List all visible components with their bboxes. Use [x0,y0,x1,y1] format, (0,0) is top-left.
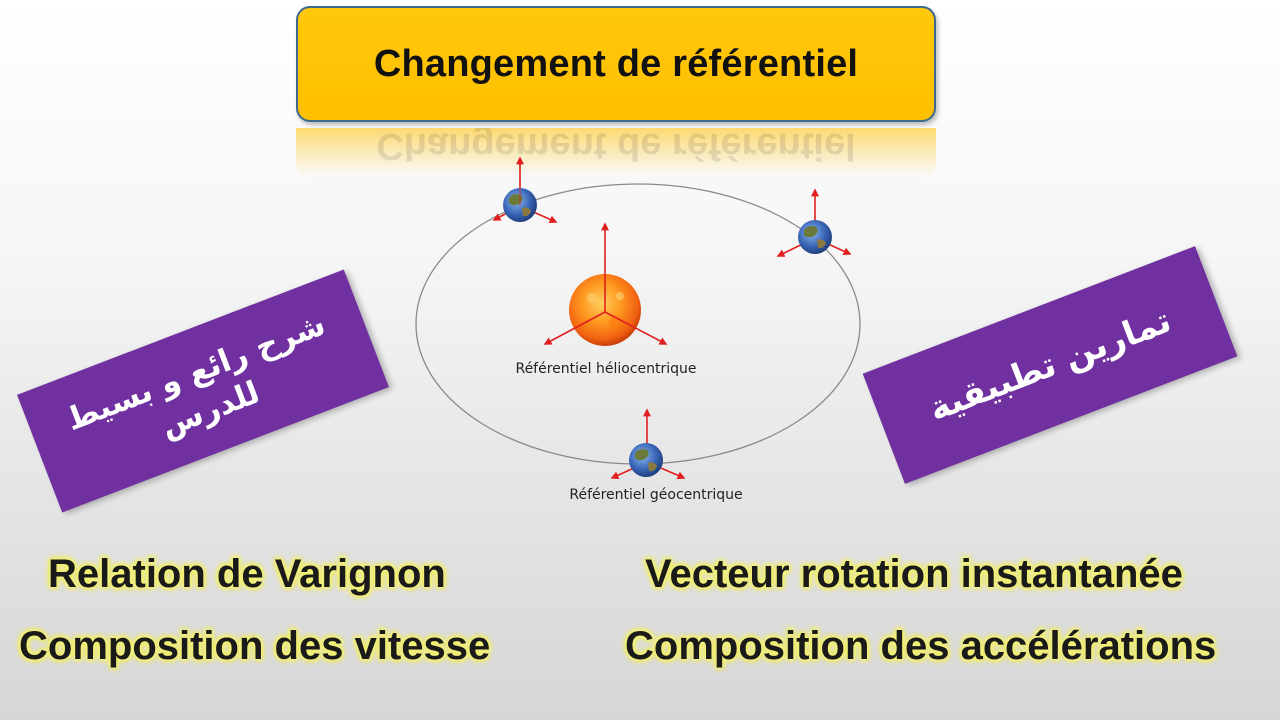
topic-varignon: Relation de Varignon [48,552,446,596]
sun-label: Référentiel héliocentrique [515,361,696,377]
topic-composition-accelerations: Composition des accélérations [625,624,1217,668]
title-box: Changement de référentiel [296,6,936,122]
earth-top-left [492,156,558,224]
page-title: Changement de référentiel [373,42,859,85]
title-reflection: Changement de référentiel [296,128,936,178]
earth-label: Référentiel géocentrique [569,487,742,503]
earth-top-right [776,188,852,257]
sun-axes [543,222,668,345]
topic-vecteur-rotation: Vecteur rotation instantanée [645,552,1183,596]
earth-bottom [610,408,686,480]
topic-composition-vitesse: Composition des vitesse [19,624,491,668]
